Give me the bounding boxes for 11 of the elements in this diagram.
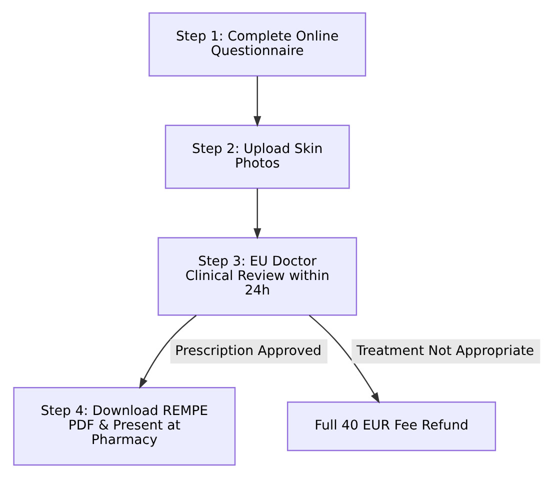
node-box: Step 4: Download REMPE PDF & Present at Pharmacy	[12, 387, 236, 466]
node-box: Step 3: EU Doctor Clinical Review within 24h	[157, 237, 357, 316]
arrow	[308, 314, 380, 404]
arrow	[253, 188, 261, 240]
node-box: Step 1: Complete Online Questionnaire	[148, 12, 366, 76]
node-box: Step 2: Upload Skin Photos	[164, 124, 350, 189]
edge-label: Prescription Approved	[174, 344, 321, 359]
arrow	[253, 76, 261, 127]
arrow	[138, 314, 196, 389]
node-box: Full 40 EUR Fee Refund	[286, 402, 496, 452]
edge-label: Treatment Not Appropriate	[356, 344, 534, 359]
